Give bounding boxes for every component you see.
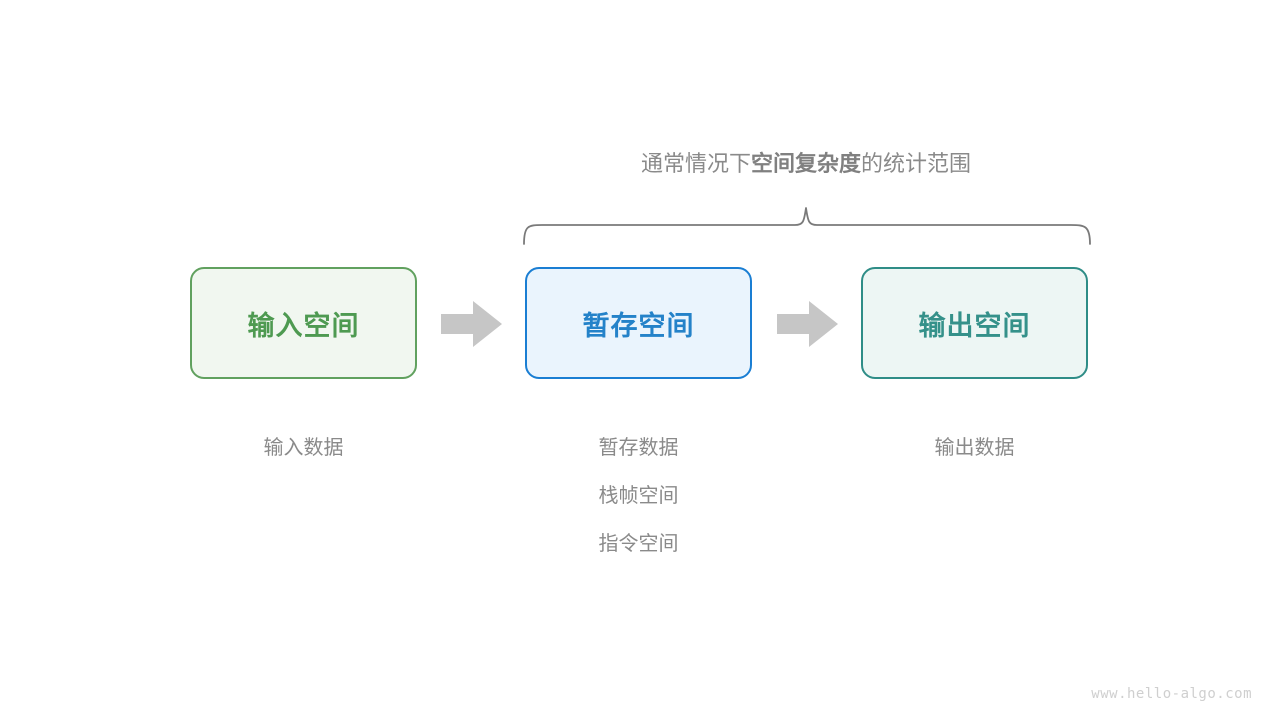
watermark: www.hello-algo.com — [1091, 686, 1252, 702]
arrow-right-icon — [777, 301, 838, 347]
box-input-space-label: 输入空间 — [247, 310, 360, 341]
scope-caption-emphasis: 空间复杂度 — [750, 151, 861, 176]
box-temp-space-label: 暂存空间 — [582, 310, 695, 341]
scope-caption: 通常情况下空间复杂度的统计范围 — [506, 148, 1106, 180]
caption-column-temp: 暂存数据 栈帧空间 指令空间 — [525, 424, 752, 568]
scope-caption-prefix: 通常情况下 — [640, 151, 751, 176]
caption-line: 暂存数据 — [598, 437, 679, 459]
caption-column-output: 输出数据 — [861, 424, 1088, 472]
caption-column-input: 输入数据 — [190, 424, 417, 472]
scope-caption-suffix: 的统计范围 — [861, 151, 972, 176]
arrow-right-icon — [441, 301, 502, 347]
caption-line: 输出数据 — [934, 437, 1015, 459]
box-temp-space[interactable]: 暂存空间 — [525, 267, 752, 379]
caption-line: 输入数据 — [263, 437, 344, 459]
curly-brace-icon — [523, 207, 1091, 245]
box-output-space[interactable]: 输出空间 — [861, 267, 1088, 379]
box-output-space-label: 输出空间 — [918, 310, 1031, 341]
caption-line: 栈帧空间 — [598, 485, 679, 507]
box-input-space[interactable]: 输入空间 — [190, 267, 417, 379]
caption-line: 指令空间 — [598, 533, 679, 555]
